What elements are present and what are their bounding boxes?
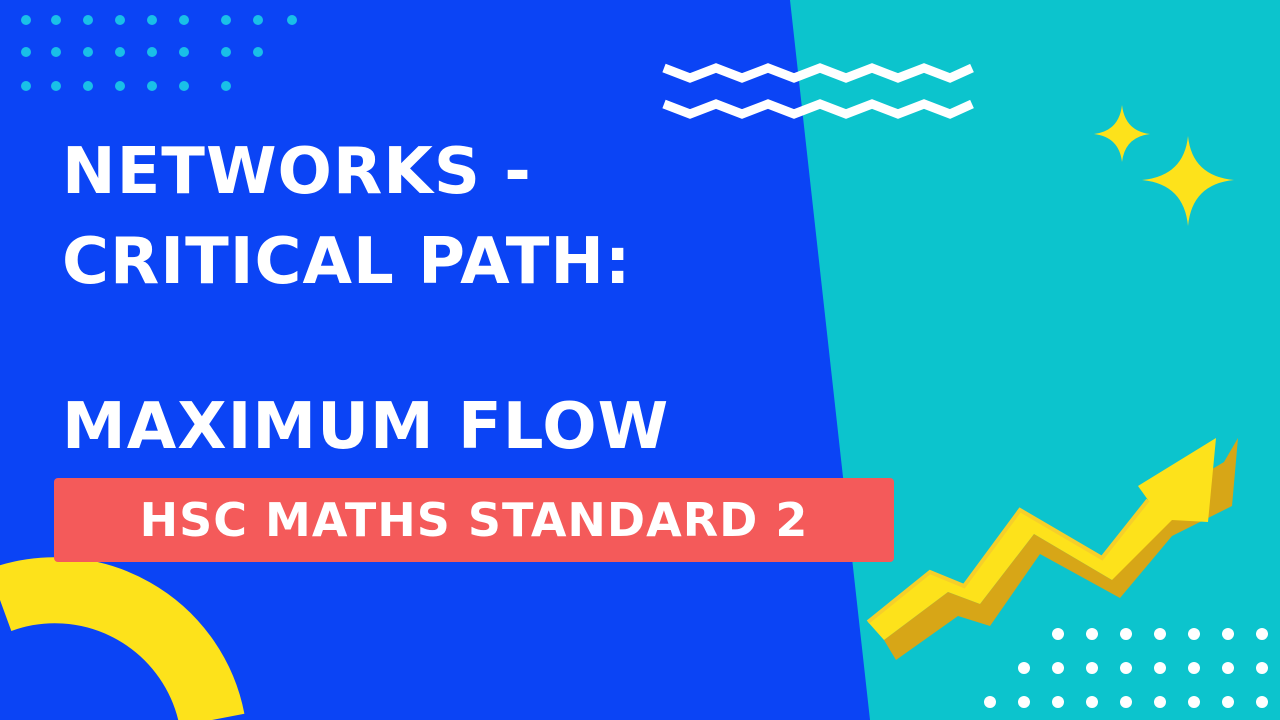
sparkle-icons — [1094, 105, 1234, 226]
course-badge: HSC MATHS STANDARD 2 — [54, 478, 894, 562]
yellow-ring-decoration — [0, 557, 245, 720]
course-badge-label: HSC MATHS STANDARD 2 — [139, 493, 809, 547]
title-line-3: MAXIMUM FLOW — [62, 390, 670, 464]
dot-grid-bottom-right — [984, 628, 1268, 708]
dot-grid-top-left — [21, 15, 297, 91]
title-line-2: CRITICAL PATH: — [62, 225, 632, 299]
zigzag-decoration — [662, 63, 974, 119]
title-line-1: NETWORKS - — [62, 135, 532, 209]
rising-arrow-icon — [866, 438, 1238, 660]
